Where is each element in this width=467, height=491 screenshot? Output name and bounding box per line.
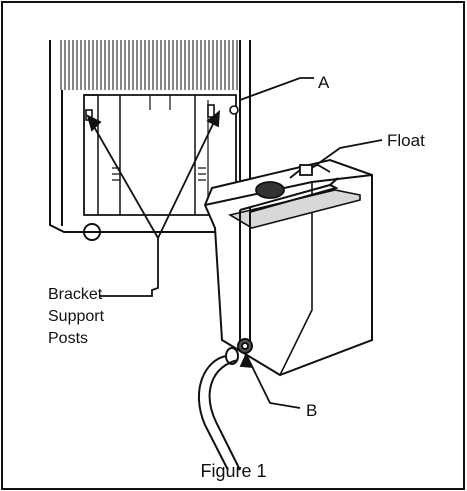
- leader-bracket: [100, 238, 159, 297]
- label-b: B: [306, 401, 318, 420]
- label-bracket-line2: Support: [48, 308, 105, 325]
- label-bracket-support-posts: Bracket Support Posts: [48, 284, 104, 350]
- label-float: Float: [387, 131, 425, 150]
- label-bracket-line1: Bracket: [48, 286, 103, 303]
- leader-a: [239, 77, 314, 101]
- drain-hose: [197, 338, 253, 471]
- leader-lines: [100, 77, 383, 409]
- water-bucket: [203, 158, 373, 377]
- float: [255, 164, 331, 199]
- bucket-handle: [239, 177, 339, 345]
- figure-caption: Figure 1: [200, 461, 267, 481]
- label-a: A: [318, 73, 330, 92]
- bracket-post-right: [207, 104, 215, 118]
- arrow-b: [239, 352, 254, 369]
- cabinet-grille: [60, 40, 240, 90]
- label-bracket-line3: Posts: [48, 330, 89, 347]
- caster-wheel: [83, 223, 101, 241]
- cabinet: [49, 40, 251, 241]
- bracket-post-a: [229, 105, 239, 115]
- bracket-arrows: [86, 109, 221, 239]
- leader-b: [244, 351, 301, 409]
- leader-float: [311, 139, 383, 169]
